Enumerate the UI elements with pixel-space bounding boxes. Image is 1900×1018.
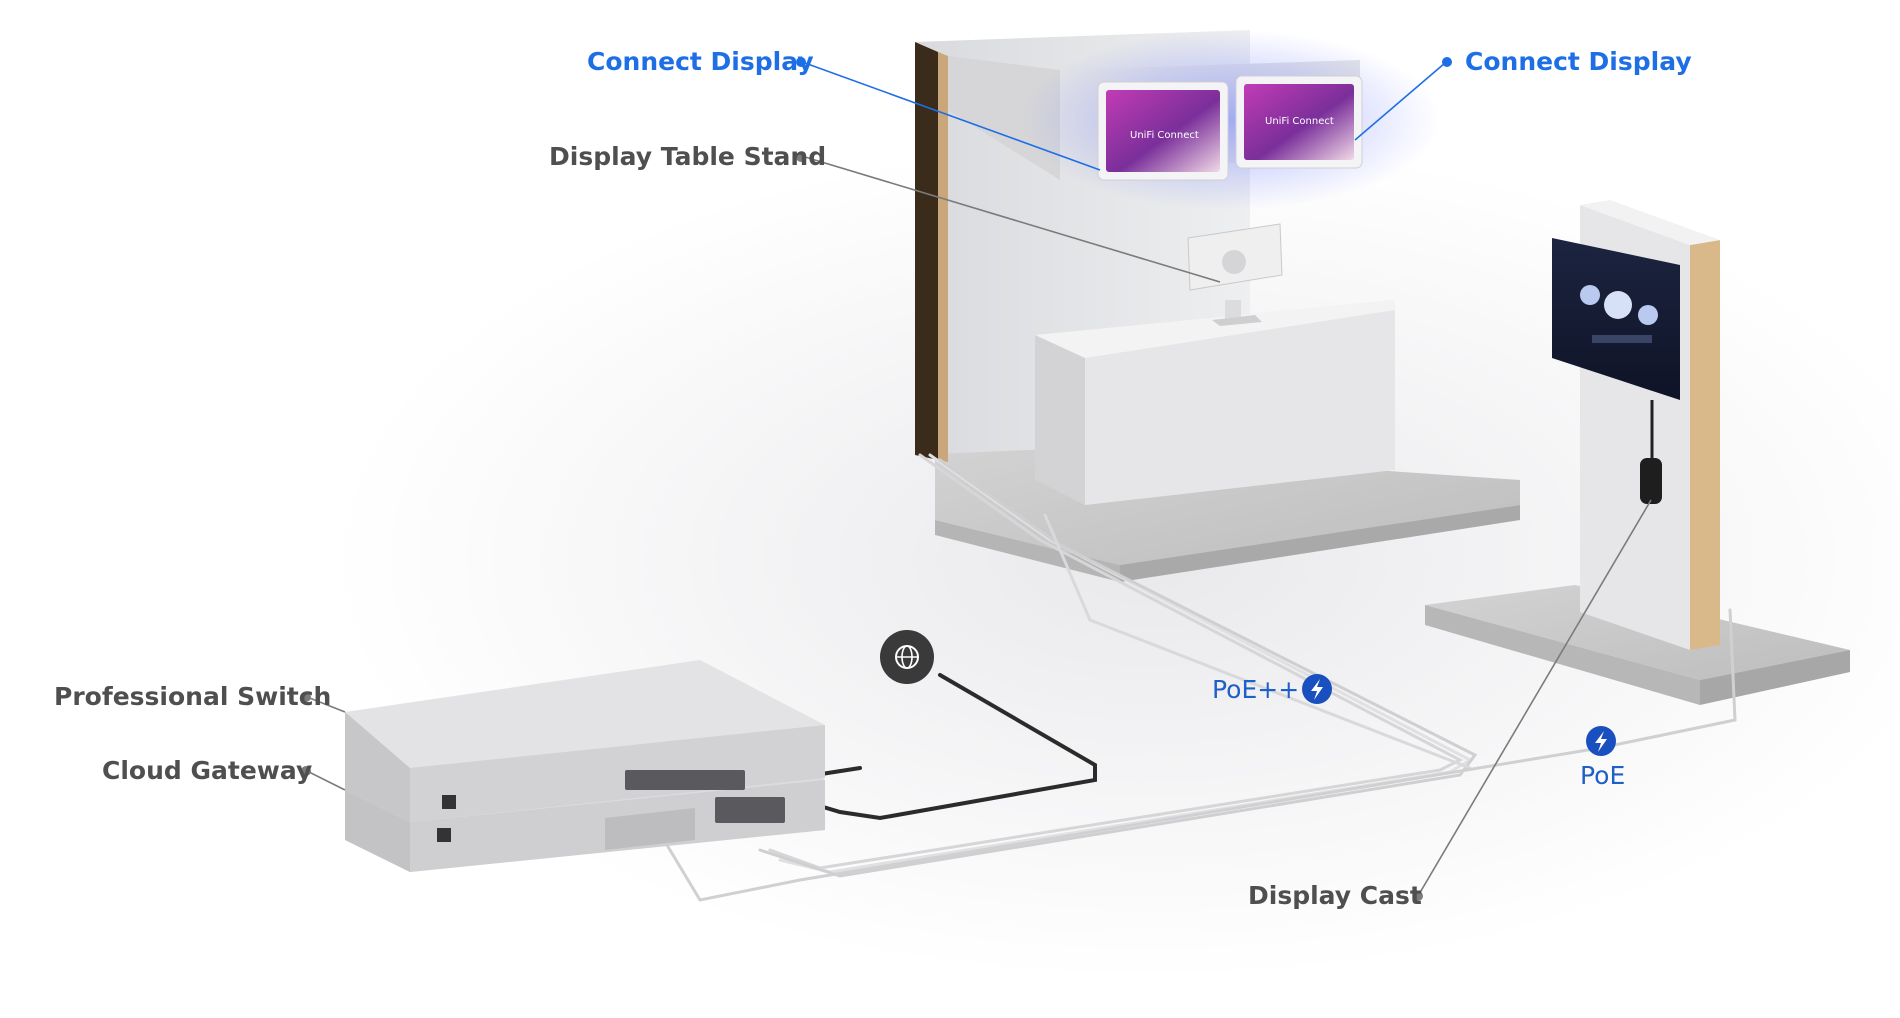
display-cast-device	[1640, 458, 1662, 504]
label-display-cast: Display Cast	[1248, 881, 1422, 910]
label-professional-switch: Professional Switch	[54, 682, 332, 711]
label-cloud-gateway: Cloud Gateway	[102, 756, 313, 785]
leader-connect-right	[1354, 62, 1446, 141]
kiosk-screen	[1552, 238, 1680, 400]
display-brand-left: UniFi Connect	[1130, 130, 1199, 141]
network-rack	[345, 660, 825, 872]
leader-switch	[306, 696, 346, 713]
label-connect-display-right: Connect Display	[1465, 47, 1692, 76]
cable-booth-4	[1043, 513, 1472, 770]
label-connect-display-left: Connect Display	[587, 47, 814, 76]
cable-internet	[798, 673, 1097, 821]
booth-side-wall	[915, 42, 938, 460]
leader-lines	[306, 62, 1652, 897]
leader-table-stand	[804, 156, 1221, 283]
display-table-stand	[1187, 223, 1283, 326]
leader-connect-left	[804, 62, 1101, 171]
cable-booth-1	[768, 453, 1464, 870]
leader-display-cast	[1417, 499, 1652, 897]
display-brand-right: UniFi Connect	[1265, 116, 1334, 127]
switch-ports	[625, 770, 785, 823]
label-poe: PoE	[1580, 761, 1626, 790]
cables	[638, 453, 1737, 902]
leader-gateway	[306, 770, 346, 791]
connect-display-left: UniFi Connect	[1097, 81, 1229, 181]
label-poe-plus-plus: PoE++	[1212, 675, 1300, 704]
lightning-icon	[1586, 726, 1616, 756]
connect-display-right: UniFi Connect	[1235, 75, 1363, 169]
label-display-table-stand: Display Table Stand	[549, 142, 827, 171]
lightning-icon	[1302, 674, 1332, 704]
globe-icon	[880, 630, 934, 684]
booth: UniFi Connect UniFi Connect	[915, 30, 1520, 582]
display-glow	[1020, 30, 1440, 210]
kiosk-base	[1425, 585, 1850, 680]
cable-booth-3	[758, 458, 1478, 878]
cable-kiosk	[638, 608, 1737, 902]
kiosk	[1425, 200, 1850, 705]
leader-dots	[301, 57, 1452, 901]
